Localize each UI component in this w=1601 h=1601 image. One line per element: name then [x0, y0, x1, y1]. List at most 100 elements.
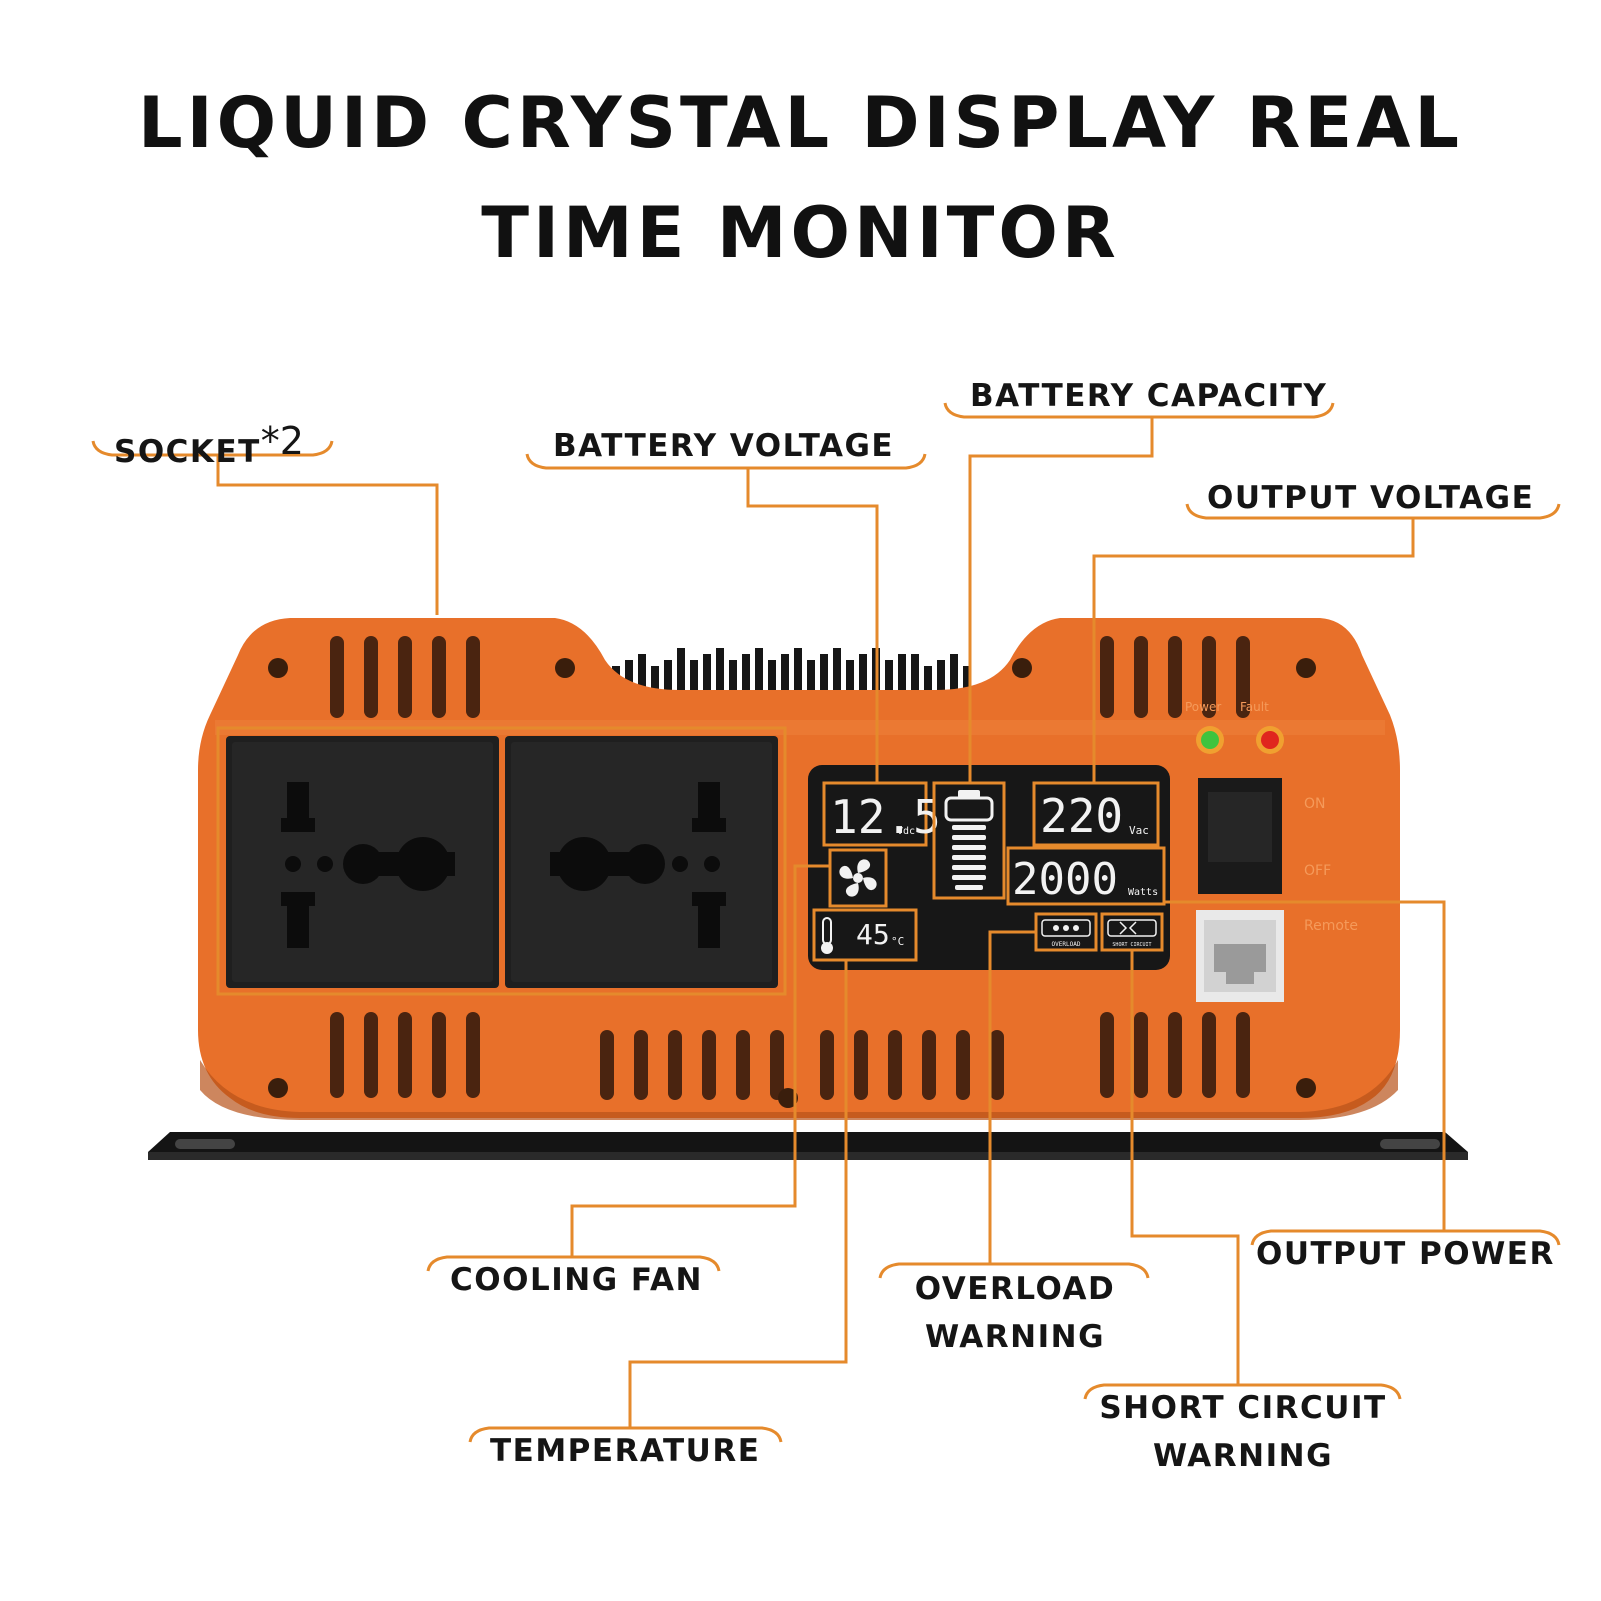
vent-slot	[330, 1012, 344, 1098]
vent-slot	[956, 1030, 970, 1100]
temperature-unit: °C	[891, 935, 904, 948]
socket-right[interactable]	[505, 736, 778, 988]
socket-left[interactable]	[226, 736, 499, 988]
heatsink-fin	[664, 660, 672, 696]
heatsink-fin	[950, 654, 958, 696]
short-circuit-indicator-icon	[1107, 919, 1157, 937]
switch-off-label: OFF	[1304, 863, 1331, 879]
power-led	[1201, 731, 1219, 749]
callout-output-power: OUTPUT POWER	[1256, 1236, 1555, 1272]
callout-battery-voltage: BATTERY VOLTAGE	[553, 428, 895, 464]
socket-panel	[216, 726, 787, 996]
vent-slot	[1202, 1012, 1216, 1098]
vent-slot	[854, 1030, 868, 1100]
battery-capacity-icon	[944, 790, 994, 890]
callout-short-circuit-warning: SHORT CIRCUIT WARNING	[1085, 1384, 1401, 1480]
vent-slot	[668, 1030, 682, 1100]
control-panel: Power Fault ON OFF Remote	[1185, 700, 1358, 1002]
vent-slot	[1236, 636, 1250, 718]
vent-slots	[330, 636, 1250, 1100]
heatsink-fin	[963, 666, 971, 696]
callout-socket-count: *2	[260, 419, 304, 463]
callout-overload-line1: OVERLOAD	[914, 1271, 1116, 1307]
vent-slot	[1100, 636, 1114, 718]
heatsink-fin	[833, 648, 841, 696]
vent-slot	[1100, 1012, 1114, 1098]
callout-short-circuit-line2: WARNING	[1152, 1438, 1334, 1475]
temperature-value: 45	[856, 918, 890, 951]
vent-slot	[736, 1030, 750, 1100]
heatsink-fin	[625, 660, 633, 696]
vent-slot	[1168, 1012, 1182, 1098]
heatsink-fin	[820, 654, 828, 696]
vent-slot	[888, 1030, 902, 1100]
output-voltage-value: 220	[1040, 789, 1123, 843]
heatsink-fin	[937, 660, 945, 696]
output-power-value: 2000	[1012, 854, 1118, 905]
heatsink-fin	[768, 660, 776, 696]
callout-overload-line2: WARNING	[924, 1319, 1106, 1356]
body-screws	[268, 658, 1316, 1108]
vent-slot	[1134, 636, 1148, 718]
fault-led-label: Fault	[1240, 700, 1269, 714]
battery-voltage-unit: Vdc	[897, 826, 915, 837]
vent-slot	[398, 1012, 412, 1098]
callout-cooling-fan: COOLING FAN	[450, 1262, 703, 1298]
remote-port[interactable]	[1196, 910, 1284, 1002]
heatsink-fin	[885, 660, 893, 696]
switch-on-label: ON	[1304, 796, 1326, 812]
heatsink-fin	[729, 660, 737, 696]
vent-slot	[1168, 636, 1182, 718]
vent-slot	[364, 1012, 378, 1098]
vent-slot	[702, 1030, 716, 1100]
vent-slot	[466, 636, 480, 718]
vent-slot	[820, 1030, 834, 1100]
short-circuit-indicator-label: SHORT CIRCUIT	[1112, 942, 1151, 948]
page-title-line2: TIME MONITOR	[481, 192, 1120, 274]
fault-led	[1261, 731, 1279, 749]
heatsink-fin	[898, 654, 906, 696]
lcd-display: 12.5 Vdc 220 Vac 2000 Watts	[808, 765, 1170, 970]
callout-battery-capacity: BATTERY CAPACITY	[970, 378, 1328, 414]
heatsink-fin	[742, 654, 750, 696]
heatsink-fin	[781, 654, 789, 696]
callout-overload-warning: OVERLOAD WARNING	[880, 1265, 1150, 1361]
callout-output-voltage: OUTPUT VOLTAGE	[1207, 480, 1535, 516]
vent-slot	[634, 1030, 648, 1100]
overload-indicator-label: OVERLOAD	[1052, 941, 1081, 948]
remote-port-label: Remote	[1304, 918, 1358, 934]
heatsink-fin	[690, 660, 698, 696]
heatsink-fin	[846, 660, 854, 696]
callout-lines	[91, 402, 1561, 1443]
output-power-unit: Watts	[1128, 887, 1158, 898]
power-switch[interactable]	[1198, 778, 1282, 894]
vent-slot	[922, 1030, 936, 1100]
fan-icon	[839, 859, 877, 897]
output-voltage-unit: Vac	[1129, 824, 1149, 837]
heatsink-fin	[807, 660, 815, 696]
vent-slot	[1134, 1012, 1148, 1098]
vent-slot	[432, 1012, 446, 1098]
callout-short-circuit-line1: SHORT CIRCUIT	[1099, 1390, 1387, 1426]
thermometer-icon	[821, 917, 833, 954]
heatsink-fins	[612, 648, 971, 696]
overload-indicator-icon	[1041, 919, 1091, 937]
vent-slot	[364, 636, 378, 718]
vent-slot	[432, 636, 446, 718]
vent-slot	[330, 636, 344, 718]
callout-temperature: TEMPERATURE	[490, 1433, 761, 1469]
heatsink-fin	[716, 648, 724, 696]
heatsink-fin	[924, 666, 932, 696]
callout-socket-text: SOCKET	[114, 434, 261, 470]
callout-socket: SOCKET*2	[114, 412, 304, 476]
vent-slot	[990, 1030, 1004, 1100]
vent-slot	[1202, 636, 1216, 718]
battery-voltage-value: 12.5	[830, 790, 941, 844]
heatsink-fin	[755, 648, 763, 696]
vent-slot	[1236, 1012, 1250, 1098]
heatsink-fin	[794, 648, 802, 696]
vent-slot	[398, 636, 412, 718]
vent-slot	[770, 1030, 784, 1100]
mounting-plate	[148, 1132, 1468, 1160]
